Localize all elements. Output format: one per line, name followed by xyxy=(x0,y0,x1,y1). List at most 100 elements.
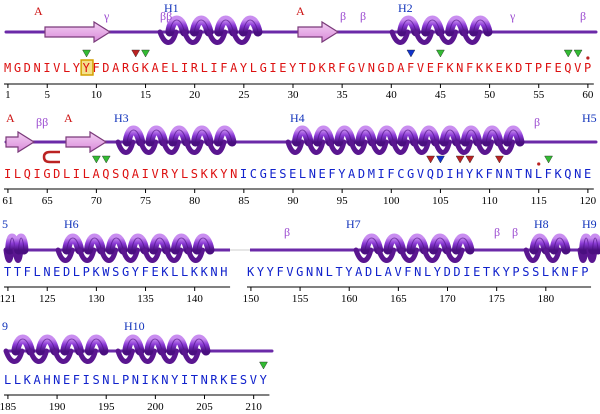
helix-edge xyxy=(18,237,25,251)
helix-edge xyxy=(422,129,437,143)
helix-edge xyxy=(464,129,479,143)
residue-row2-28: E xyxy=(269,167,276,181)
marker-green-9 xyxy=(82,49,91,58)
residue-row2-10: A xyxy=(92,167,100,181)
residue-row3b-5: V xyxy=(286,265,293,279)
ss-label-row2-4: H4 xyxy=(290,111,305,125)
helix-edge xyxy=(553,237,567,251)
residue-row2-60: E xyxy=(584,167,591,181)
helix-edge xyxy=(148,338,163,352)
residue-row1-28: I xyxy=(269,61,276,75)
residue-row3b-28: P xyxy=(512,265,519,279)
helix-h2 xyxy=(389,15,493,45)
residue-row2-14: A xyxy=(132,167,140,181)
helix-back xyxy=(206,139,227,155)
residue-row1-6: V xyxy=(53,61,60,75)
helix-back xyxy=(454,139,473,155)
residue-row3b-7: N xyxy=(306,265,313,279)
ruler-row1-label-10: 50 xyxy=(484,89,496,101)
helix-h8 xyxy=(523,233,571,263)
ruler-row3b-label-0: 150 xyxy=(243,293,260,305)
marker-blue-105 xyxy=(436,155,445,164)
helix-edge xyxy=(387,237,403,251)
residue-row1-5: I xyxy=(43,61,50,75)
helix-edge xyxy=(455,237,471,251)
helix-back xyxy=(413,29,435,45)
residue-row1-31: T xyxy=(299,61,306,75)
helix-back xyxy=(399,247,419,263)
helix-back xyxy=(164,247,184,263)
residue-row2-35: Y xyxy=(338,167,346,181)
ruler-row2-label-5: 85 xyxy=(238,195,250,207)
marker-dot-115 xyxy=(537,162,541,166)
helix-back xyxy=(55,247,75,263)
ruler-row4-label-4: 205 xyxy=(196,401,213,413)
residue-row2-22: K xyxy=(210,167,218,181)
residue-row2-39: I xyxy=(378,167,385,181)
helix-back xyxy=(182,29,203,45)
residue-row1-37: V xyxy=(358,61,365,75)
ss-label-row1-3: H1 xyxy=(164,1,179,15)
residue-row3b-16: V xyxy=(394,265,401,279)
helix-back xyxy=(390,139,410,155)
residue-row1-55: P xyxy=(535,61,542,75)
residue-row1-26: L xyxy=(250,61,257,75)
marker-green-58 xyxy=(563,49,573,58)
residue-row3b-6: G xyxy=(296,265,303,279)
residue-row2-17: R xyxy=(161,167,169,181)
ss-label-row3-7: H9 xyxy=(582,217,597,231)
residue-row1-56: F xyxy=(545,61,552,75)
ruler-row3b-label-2: 160 xyxy=(341,293,358,305)
ss-label-row1-6: β xyxy=(360,9,366,23)
marker-green-70 xyxy=(92,155,101,164)
helix-back xyxy=(137,348,157,364)
residue-row3a-4: L xyxy=(33,265,40,279)
ss-label-row3-5: β xyxy=(512,225,518,239)
residue-row2-31: L xyxy=(299,167,306,181)
residue-row1-44: E xyxy=(427,61,434,75)
helix-back xyxy=(161,139,181,155)
residue-row4-26: V xyxy=(250,373,257,387)
helix-edge xyxy=(131,237,146,251)
residue-row2-48: Y xyxy=(466,167,474,181)
residue-row2-18: Y xyxy=(171,167,179,181)
residue-row1-17: E xyxy=(161,61,168,75)
helix-edge xyxy=(196,237,211,251)
helix-back xyxy=(433,139,452,155)
ruler-row1-label-3: 15 xyxy=(140,89,152,101)
residue-row2-50: F xyxy=(486,167,493,181)
helix-edge xyxy=(192,338,207,352)
residue-row2-52: N xyxy=(505,167,512,181)
residue-row3a-12: S xyxy=(112,265,119,279)
residue-row2-54: N xyxy=(525,167,532,181)
helix-edge xyxy=(153,237,168,251)
helix-back xyxy=(376,247,397,263)
hairpin-marker xyxy=(42,150,60,164)
highlight-box-y9 xyxy=(80,59,94,76)
ruler-row1-label-12: 60 xyxy=(582,89,594,101)
helix-edge xyxy=(364,237,380,251)
residue-row4-7: E xyxy=(63,373,70,387)
ss-label-row4-0: 9 xyxy=(2,319,8,333)
residue-row3b-11: Y xyxy=(345,265,353,279)
residue-row2-24: N xyxy=(230,167,237,181)
residue-row3b-23: I xyxy=(463,265,470,279)
residue-row1-3: D xyxy=(24,61,31,75)
residue-row2-42: G xyxy=(407,167,414,181)
residue-row1-36: G xyxy=(348,61,355,75)
helix-edge xyxy=(449,19,465,33)
ss-label-row1-9: β xyxy=(580,9,586,23)
helix-edge xyxy=(217,129,233,143)
residue-row3a-6: E xyxy=(53,265,60,279)
residue-row1-35: F xyxy=(338,61,345,75)
residue-row4-9: I xyxy=(83,373,90,387)
residue-row4-11: N xyxy=(102,373,109,387)
residue-row3a-19: L xyxy=(181,265,188,279)
residue-row1-25: Y xyxy=(240,61,248,75)
ruler-row2-label-7: 95 xyxy=(337,195,349,207)
residue-row2-29: S xyxy=(279,167,286,181)
residue-row1-27: G xyxy=(260,61,267,75)
helix-edge xyxy=(425,19,441,33)
residue-row4-6: N xyxy=(53,373,60,387)
helix-back xyxy=(77,348,98,364)
